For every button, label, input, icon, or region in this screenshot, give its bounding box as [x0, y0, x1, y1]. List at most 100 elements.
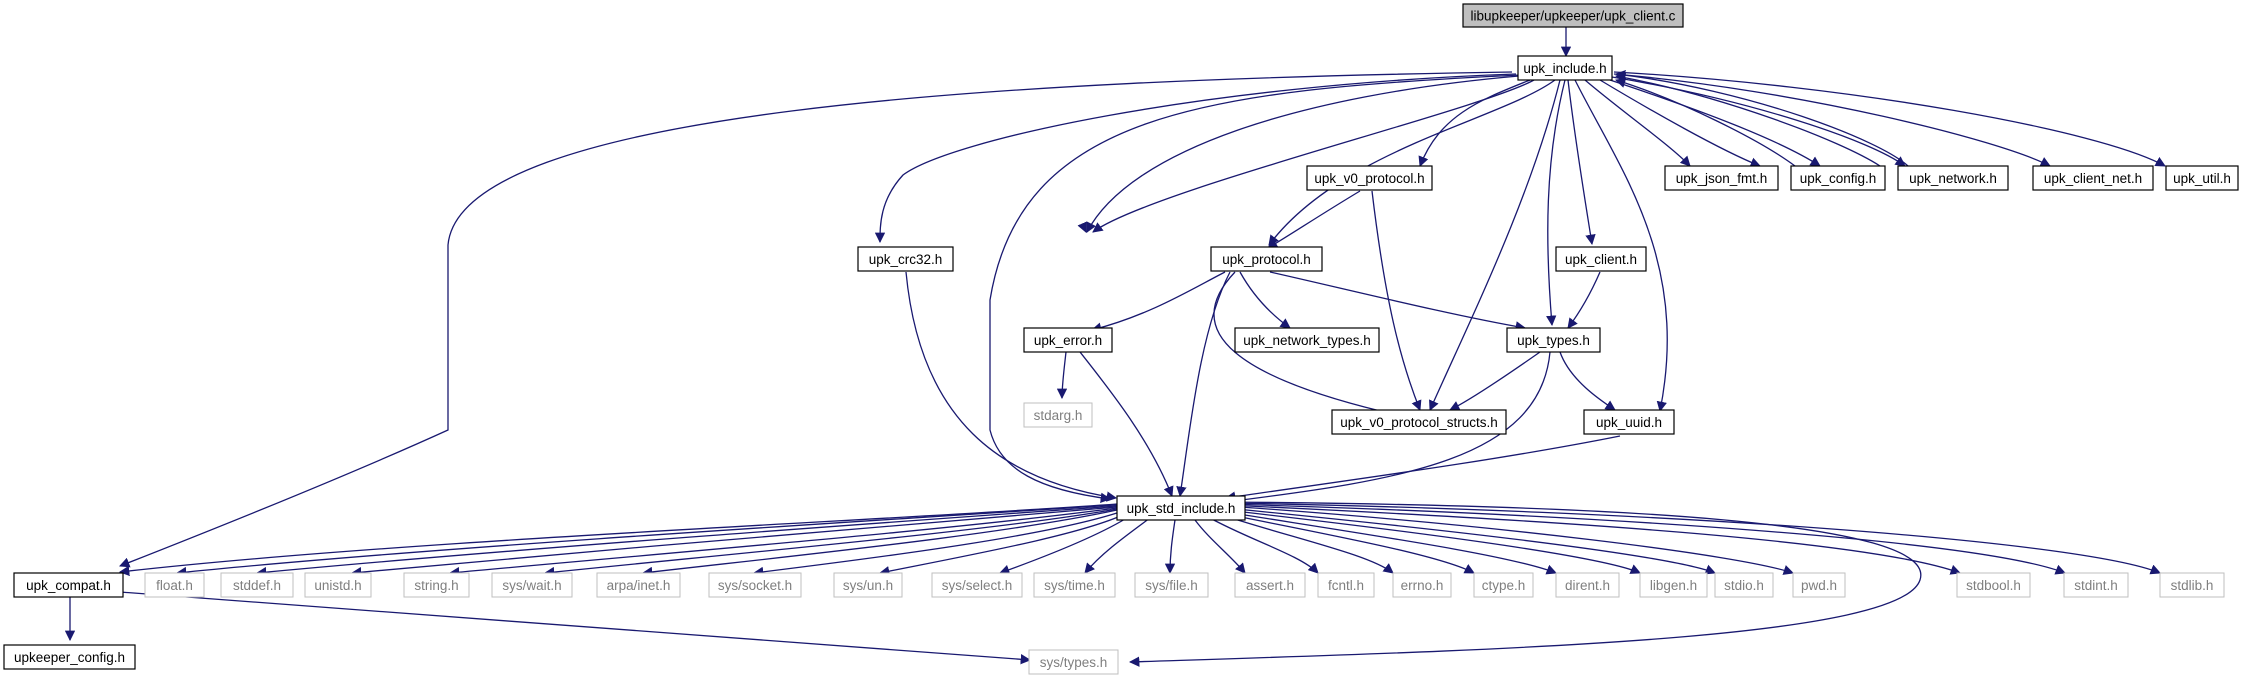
- node-label: sys/un.h: [843, 578, 893, 593]
- node-string-h[interactable]: string.h: [403, 572, 470, 598]
- edge: [905, 271, 1118, 502]
- node-label: upk_types.h: [1517, 333, 1590, 348]
- edge: [119, 71, 1513, 568]
- edge: [1224, 435, 1621, 502]
- node-stdio-h[interactable]: stdio.h: [1714, 572, 1774, 598]
- edge: [874, 73, 1517, 244]
- edge: [1213, 271, 1422, 424]
- node-upk-v0-protocol-structs-h[interactable]: upk_v0_protocol_structs.h: [1331, 409, 1507, 435]
- node-sys-time-h[interactable]: sys/time.h: [1033, 572, 1116, 598]
- edge: [1574, 79, 1668, 413]
- node-sys-socket-h[interactable]: sys/socket.h: [708, 572, 802, 598]
- node-box: [1555, 572, 1620, 598]
- edge: [1614, 72, 1881, 167]
- edge: [350, 506, 1118, 578]
- node-assert-h[interactable]: assert.h: [1234, 572, 1306, 598]
- node-box: [491, 572, 573, 598]
- node-label: fcntl.h: [1328, 578, 1364, 593]
- node-label: assert.h: [1246, 578, 1294, 593]
- node-box: [1517, 55, 1613, 81]
- edge: [1209, 517, 1319, 574]
- edge: [1267, 190, 1361, 249]
- node-box: [1664, 165, 1779, 191]
- edge: [1225, 513, 1475, 574]
- node-label: sys/select.h: [942, 578, 1013, 593]
- node-label: upk_config.h: [1800, 171, 1877, 186]
- node-libgen-h[interactable]: libgen.h: [1639, 572, 1708, 598]
- node-upk-compat-h[interactable]: upk_compat.h: [13, 572, 124, 598]
- edge: [1224, 515, 1394, 574]
- node-label: upk_client.h: [1565, 252, 1637, 267]
- node-arpa-inet-h[interactable]: arpa/inet.h: [596, 572, 681, 598]
- node-box: [1639, 572, 1708, 598]
- node-label: upkeeper_config.h: [14, 650, 125, 665]
- node-label: upk_protocol.h: [1222, 252, 1311, 267]
- edge: [1225, 509, 1641, 574]
- node-box: [1473, 572, 1534, 598]
- node-upk-std-include-h[interactable]: upk_std_include.h: [1116, 495, 1246, 521]
- node-box: [3, 644, 136, 670]
- edge: [1611, 76, 1906, 167]
- node-upk-util-h[interactable]: upk_util.h: [2165, 165, 2239, 191]
- node-upk-config-h[interactable]: upk_config.h: [1790, 165, 1886, 191]
- edge: [752, 511, 1121, 578]
- node-label: sys/types.h: [1040, 655, 1108, 670]
- node-errno-h[interactable]: errno.h: [1392, 572, 1452, 598]
- edge: [1164, 519, 1176, 575]
- node-upk-types-h[interactable]: upk_types.h: [1506, 327, 1601, 353]
- edge: [1449, 351, 1541, 411]
- node-upk-client-h[interactable]: upk_client.h: [1555, 246, 1647, 272]
- node-box: [2032, 165, 2154, 191]
- edge: [1615, 77, 1796, 167]
- node-label: upk_error.h: [1034, 333, 1102, 348]
- node-sys-wait-h[interactable]: sys/wait.h: [491, 572, 573, 598]
- node-box: [1392, 572, 1452, 598]
- edge: [1418, 79, 1531, 167]
- node-box: [1023, 327, 1113, 353]
- node-box: [931, 572, 1023, 598]
- node-sys-file-h[interactable]: sys/file.h: [1134, 572, 1209, 598]
- node-stdint-h[interactable]: stdint.h: [2063, 572, 2129, 598]
- edge: [1087, 78, 1530, 232]
- node-stdlib-h[interactable]: stdlib.h: [2159, 572, 2225, 598]
- node-upk-v0-protocol-h[interactable]: upk_v0_protocol.h: [1306, 165, 1433, 191]
- node-stdarg-h[interactable]: stdarg.h: [1023, 402, 1093, 428]
- node-upk-crc32-h[interactable]: upk_crc32.h: [857, 246, 954, 272]
- node-sys-un-h[interactable]: sys/un.h: [833, 572, 903, 598]
- node-upk-uuid-h[interactable]: upk_uuid.h: [1583, 409, 1675, 435]
- node-unistd-h[interactable]: unistd.h: [304, 572, 372, 598]
- node-box: [1790, 165, 1886, 191]
- node-pwd-h[interactable]: pwd.h: [1792, 572, 1846, 598]
- node-label: ctype.h: [1482, 578, 1526, 593]
- node-upk-network-types-h[interactable]: upk_network_types.h: [1234, 327, 1380, 353]
- node-box: [596, 572, 681, 598]
- node-stddef-h[interactable]: stddef.h: [220, 572, 294, 598]
- node-upk-client-net-h[interactable]: upk_client_net.h: [2032, 165, 2154, 191]
- node-label: upk_std_include.h: [1127, 501, 1236, 516]
- node-upk-include-h[interactable]: upk_include.h: [1517, 55, 1613, 81]
- node-label: unistd.h: [314, 578, 361, 593]
- node-fcntl-h[interactable]: fcntl.h: [1317, 572, 1375, 598]
- node-upk-client-c[interactable]: libupkeeper/upkeeper/upk_client.c: [1462, 3, 1684, 28]
- node-label: upk_crc32.h: [869, 252, 943, 267]
- node-upk-json-fmt-h[interactable]: upk_json_fmt.h: [1664, 165, 1779, 191]
- node-label: dirent.h: [1565, 578, 1610, 593]
- node-float-h[interactable]: float.h: [144, 572, 205, 598]
- node-ctype-h[interactable]: ctype.h: [1473, 572, 1534, 598]
- node-stdbool-h[interactable]: stdbool.h: [1956, 572, 2031, 598]
- node-sys-types-h[interactable]: sys/types.h: [1028, 649, 1119, 675]
- edge: [1429, 79, 1561, 411]
- node-box: [1116, 495, 1246, 521]
- node-upk-error-h[interactable]: upk_error.h: [1023, 327, 1113, 353]
- node-upk-protocol-h[interactable]: upk_protocol.h: [1210, 246, 1323, 272]
- edge: [878, 513, 1126, 577]
- node-label: sys/wait.h: [502, 578, 561, 593]
- node-box: [1234, 572, 1306, 598]
- node-dirent-h[interactable]: dirent.h: [1555, 572, 1620, 598]
- node-sys-select-h[interactable]: sys/select.h: [931, 572, 1023, 598]
- node-box: [1210, 246, 1323, 272]
- edge: [255, 505, 1118, 578]
- node-upk-network-h[interactable]: upk_network.h: [1897, 165, 2009, 191]
- node-upkeeper-config-h[interactable]: upkeeper_config.h: [3, 644, 136, 670]
- node-box: [1023, 402, 1093, 428]
